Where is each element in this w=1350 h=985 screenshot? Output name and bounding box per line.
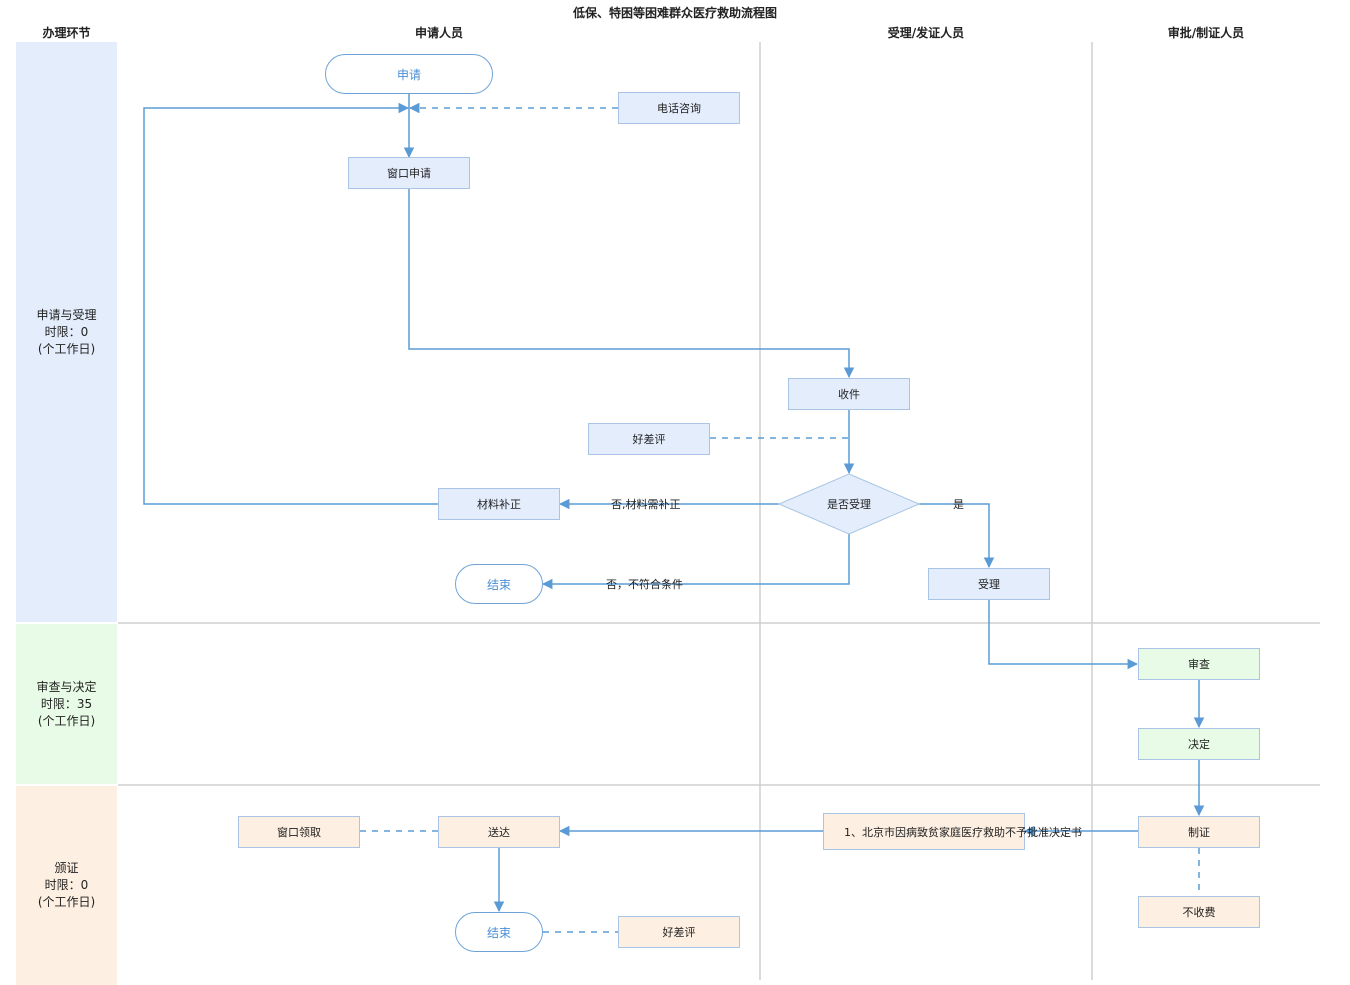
node-deliver: 送达 — [438, 816, 560, 848]
node-decide: 决定 — [1138, 728, 1260, 760]
node-apply: 申请 — [325, 54, 493, 94]
column-header-approver: 审批/制证人员 — [1167, 26, 1245, 40]
edge-supplement-loop — [143, 102, 438, 505]
edge-label-unqualified: 否，不符合条件 — [606, 578, 683, 591]
node-end-2: 结束 — [455, 912, 543, 952]
phase-unit: (个工作日) — [37, 895, 96, 909]
node-no-fee: 不收费 — [1138, 896, 1260, 928]
phase-limit: 时限：0 — [44, 878, 89, 892]
node-review: 审查 — [1138, 648, 1260, 680]
node-cert-document: 1、北京市因病致贫家庭医疗救助不予批准决定书 — [823, 813, 1082, 850]
column-header-applicant: 申请人员 — [414, 26, 463, 40]
node-end-1: 结束 — [455, 564, 543, 604]
node-make-cert: 制证 — [1138, 816, 1260, 848]
phase-unit: (个工作日) — [37, 341, 96, 356]
phase-limit: 时限：0 — [44, 324, 89, 339]
phase-review-decide: 审查与决定 时限：35 (个工作日) — [16, 624, 117, 784]
column-header-phase: 办理环节 — [42, 26, 91, 40]
edge-label-yes: 是 — [953, 498, 964, 511]
edge-decision-to-accept — [919, 503, 995, 569]
node-receive: 收件 — [788, 378, 910, 410]
diagram-title: 低保、特困等困难群众医疗救助流程图 — [572, 6, 777, 20]
node-supplement: 材料补正 — [438, 488, 560, 520]
node-rating-2: 好差评 — [618, 916, 740, 948]
edge-window-to-receive — [408, 189, 855, 379]
node-rating-1: 好差评 — [588, 423, 710, 455]
phase-name: 审查与决定 — [36, 679, 97, 694]
phase-name: 申请与受理 — [36, 307, 97, 322]
phase-limit: 时限：35 — [40, 696, 93, 711]
edge-accept-to-review — [988, 599, 1139, 670]
node-decision-label: 是否受理 — [827, 498, 871, 511]
node-window-pickup: 窗口领取 — [238, 816, 360, 848]
phase-unit: (个工作日) — [37, 713, 96, 728]
edge-label-supplement: 否,材料需补正 — [611, 498, 681, 511]
phase-certificate: 颁证 时限：0 (个工作日) — [16, 786, 117, 985]
node-accept: 受理 — [928, 568, 1050, 600]
phase-apply-accept: 申请与受理 时限：0 (个工作日) — [16, 42, 117, 622]
decision-diamond — [777, 473, 921, 535]
node-window-apply: 窗口申请 — [348, 157, 470, 189]
phase-name: 颁证 — [54, 861, 79, 875]
node-phone-consult: 电话咨询 — [618, 92, 740, 124]
column-header-acceptor: 受理/发证人员 — [887, 26, 965, 40]
edge-decision-to-end — [541, 534, 850, 590]
